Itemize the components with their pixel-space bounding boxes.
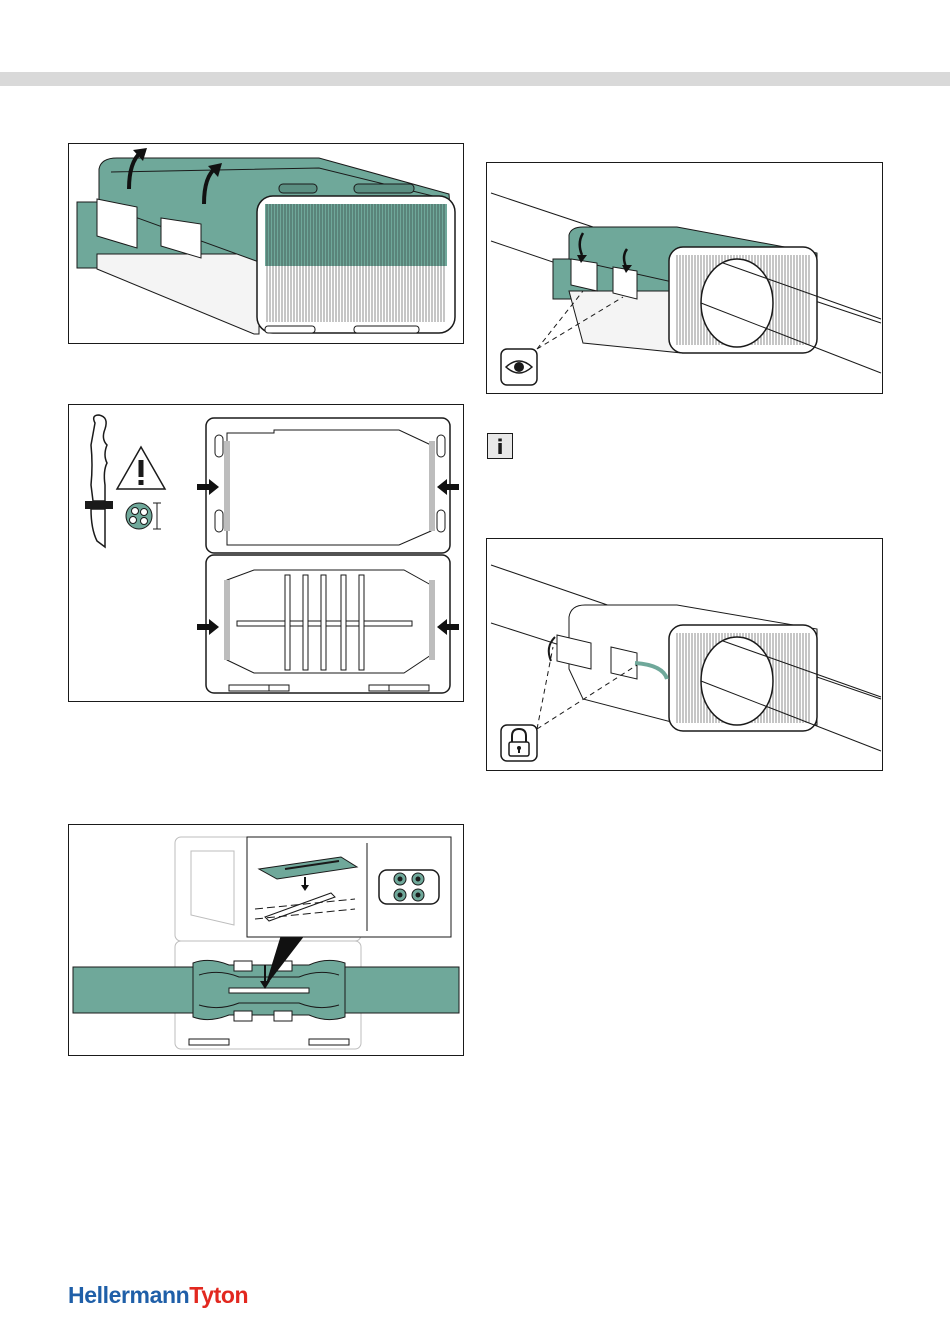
four-cable-icon	[379, 870, 439, 904]
info-icon: i	[487, 433, 513, 459]
knife-icon	[85, 415, 113, 547]
brand-name-part2: Tyton	[189, 1282, 248, 1308]
padlock-icon	[501, 725, 537, 761]
warning-icon	[117, 447, 165, 489]
eye-icon	[501, 349, 537, 385]
brand-logo: HellermannTyton	[68, 1282, 248, 1309]
panel-cut-seals	[68, 404, 464, 702]
panel-close-lid	[486, 162, 883, 394]
panel-open-lid	[68, 143, 464, 344]
info-symbol: i	[488, 435, 512, 459]
brand-name-part1: Hellermann	[68, 1282, 189, 1308]
cable-diameter-icon	[126, 503, 161, 529]
panel-insert-cables	[68, 824, 464, 1056]
header-bar	[0, 72, 950, 86]
panel-lock	[486, 538, 883, 771]
